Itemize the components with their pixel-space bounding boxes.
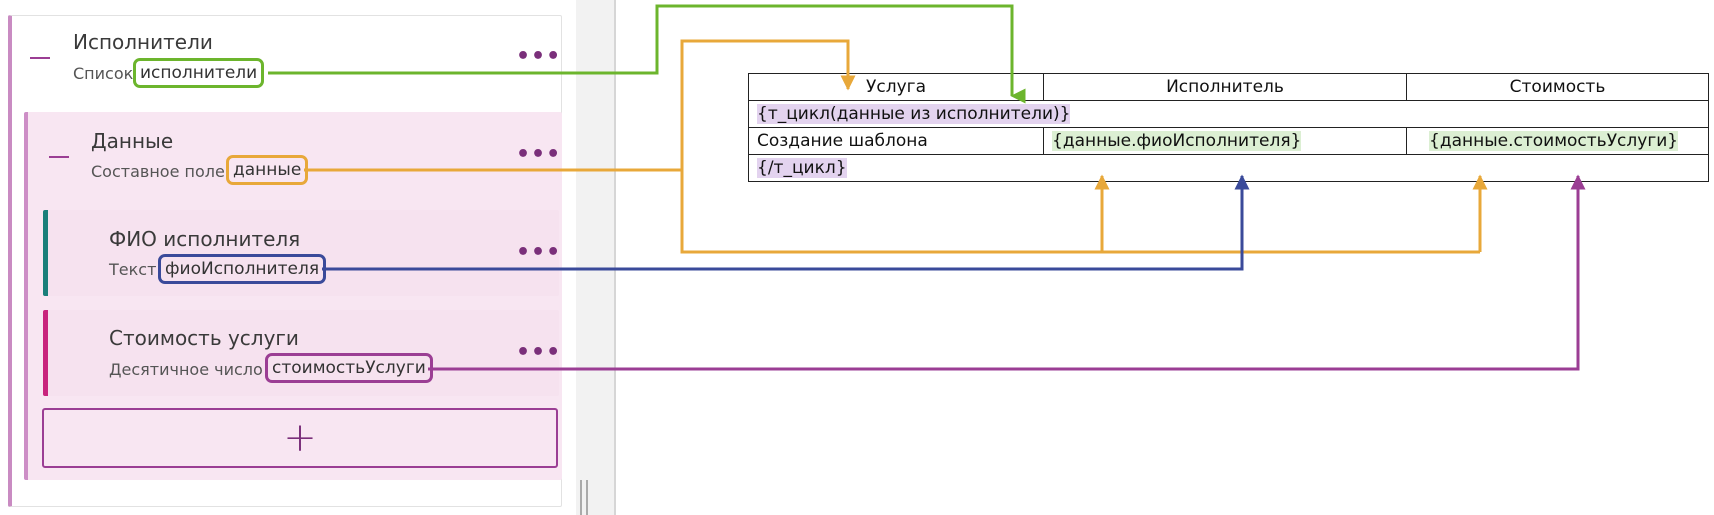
data-more-icon[interactable]: ••• bbox=[516, 142, 562, 167]
table-header-row: Услуга Исполнитель Стоимость bbox=[748, 73, 1709, 101]
add-field-button[interactable]: + bbox=[42, 408, 558, 468]
splitter-area bbox=[576, 0, 614, 515]
data-title: Данные bbox=[91, 129, 174, 153]
fio-type: Текст bbox=[109, 260, 157, 279]
cost-title: Стоимость услуги bbox=[109, 326, 299, 350]
executors-more-icon[interactable]: ••• bbox=[516, 44, 562, 69]
table-row: Создание шаблона {данные.фиоИсполнителя}… bbox=[748, 127, 1709, 155]
cost-type: Десятичное число bbox=[109, 360, 263, 379]
data-code: данные bbox=[226, 155, 309, 185]
template-table: Услуга Исполнитель Стоимость {т_цикл(дан… bbox=[748, 73, 1709, 182]
plus-icon: + bbox=[283, 415, 317, 461]
header-executor: Исполнитель bbox=[1043, 73, 1407, 101]
executors-code: исполнители bbox=[133, 58, 265, 88]
splitter-line bbox=[614, 0, 616, 515]
executor-tag: {данные.фиоИсполнителя} bbox=[1052, 131, 1302, 151]
fio-more-icon[interactable]: ••• bbox=[516, 240, 562, 265]
collapse-executors-icon[interactable] bbox=[30, 57, 50, 59]
cell-service: Создание шаблона bbox=[748, 127, 1044, 155]
cost-code: стоимостьУслуги bbox=[265, 353, 433, 383]
loop-start-tag: {т_цикл(данные из исполнители)} bbox=[757, 104, 1071, 124]
resize-handle-left[interactable] bbox=[580, 480, 582, 515]
cost-tag: {данные.стоимостьУслуги} bbox=[1429, 131, 1679, 151]
collapse-data-icon[interactable] bbox=[49, 156, 69, 158]
executors-title: Исполнители bbox=[73, 30, 213, 54]
loop-end-row: {/т_цикл} bbox=[748, 154, 1709, 182]
data-type: Составное поле bbox=[91, 162, 225, 181]
loop-start-row: {т_цикл(данные из исполнители)} bbox=[748, 100, 1709, 128]
header-service: Услуга bbox=[748, 73, 1044, 101]
connector-orange-bottom bbox=[680, 170, 1480, 254]
header-cost: Стоимость bbox=[1406, 73, 1709, 101]
fio-code: фиоИсполнителя bbox=[158, 254, 327, 284]
resize-handle-right[interactable] bbox=[586, 480, 588, 515]
cost-more-icon[interactable]: ••• bbox=[516, 340, 562, 365]
executors-type: Список bbox=[73, 64, 134, 83]
fio-title: ФИО исполнителя bbox=[109, 227, 301, 251]
loop-end-tag: {/т_цикл} bbox=[757, 158, 847, 178]
